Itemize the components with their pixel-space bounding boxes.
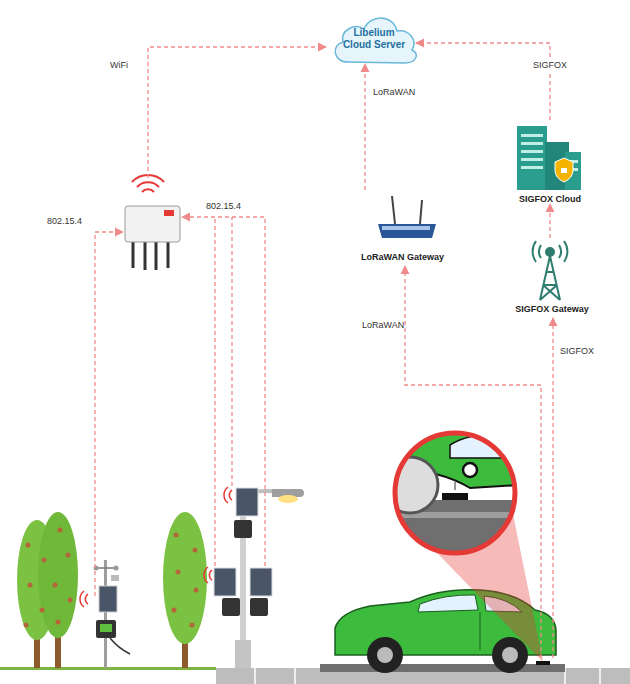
zoom-detail bbox=[382, 430, 530, 560]
node-label: SIGFOX Cloud bbox=[519, 194, 581, 205]
router bbox=[125, 175, 180, 270]
link-label: LoRaWAN bbox=[371, 87, 417, 98]
gateway-node: SIGFOX Gateway bbox=[503, 238, 601, 316]
weather-station bbox=[80, 560, 130, 668]
cloud-node: SIGFOX Cloud bbox=[505, 120, 595, 206]
node-label: LoRaWAN Gateway bbox=[361, 252, 444, 263]
cloud-server: Libelium Cloud Server bbox=[328, 10, 420, 66]
link-label: 802.15.4 bbox=[47, 216, 82, 227]
node-label: SIGFOX Gateway bbox=[515, 304, 589, 315]
road bbox=[320, 664, 565, 672]
lamp-post bbox=[204, 487, 304, 668]
sigfox-cloud-icon bbox=[517, 126, 581, 190]
sigfox-tower-icon bbox=[533, 241, 568, 300]
lorawan-gateway-icon bbox=[378, 196, 436, 238]
gateway-node: LoRaWAN Gateway bbox=[355, 190, 450, 264]
node-label: Libelium Cloud Server bbox=[328, 27, 420, 50]
trees bbox=[17, 512, 207, 668]
link-arrow bbox=[416, 43, 550, 120]
link-label: WiFi bbox=[110, 60, 128, 71]
link-label: SIGFOX bbox=[531, 60, 569, 71]
link-label: SIGFOX bbox=[560, 346, 594, 357]
link-label: LoRaWAN bbox=[362, 320, 404, 331]
link-label: 802.15.4 bbox=[206, 201, 241, 212]
radio-links bbox=[95, 47, 553, 658]
link-arrow bbox=[364, 64, 365, 190]
link-arrow bbox=[549, 204, 550, 238]
